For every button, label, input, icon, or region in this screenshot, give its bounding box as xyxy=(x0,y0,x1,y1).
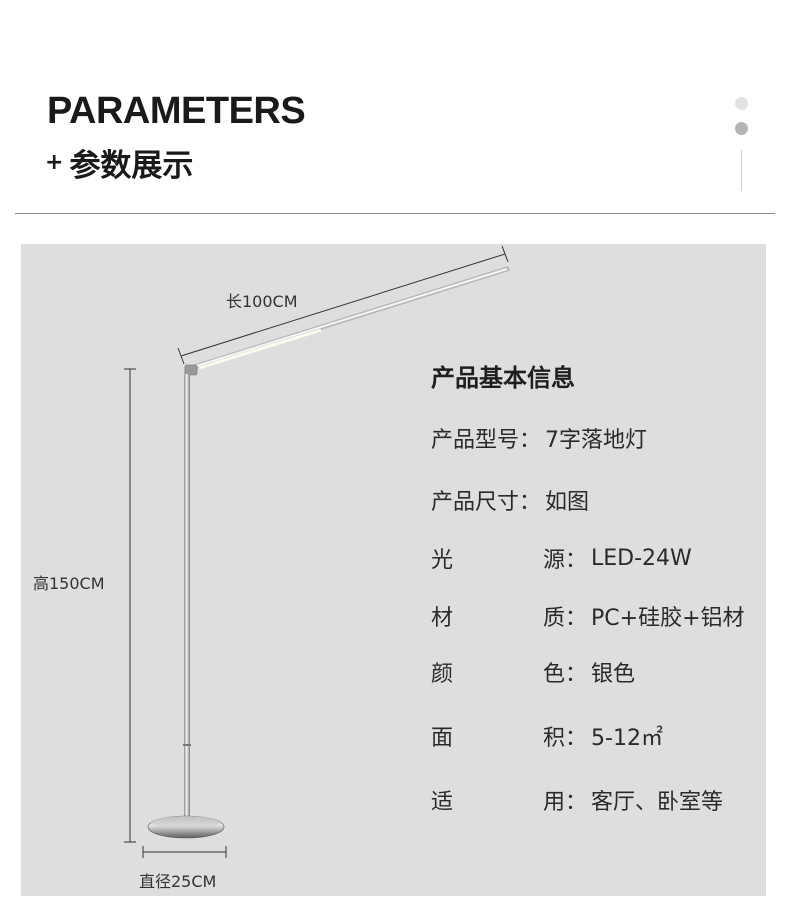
spec-label-char: 颜 xyxy=(431,662,454,687)
spec-colon: ： xyxy=(565,548,588,573)
spec-row-size: 产品尺寸 ： 如图 xyxy=(431,484,589,516)
spec-value: 客厅、卧室等 xyxy=(591,790,724,815)
spec-label-char: 用 xyxy=(542,790,565,815)
spec-value: 银色 xyxy=(591,662,636,687)
spec-label: 适 用 xyxy=(431,784,565,816)
decorative-vertical-line xyxy=(741,150,742,191)
spec-row-material: 材 质 ： PC+硅胶+铝材 xyxy=(431,600,745,632)
spec-row-area: 面 积 ： 5-12㎡ xyxy=(431,720,663,752)
diameter-label: 直径25CM xyxy=(139,872,217,891)
spec-label: 光 源 xyxy=(431,542,565,574)
plus-icon: + xyxy=(45,150,64,175)
spec-value: LED-24W xyxy=(591,545,692,571)
spec-row-usage: 适 用 ： 客厅、卧室等 xyxy=(431,784,723,816)
spec-value: 如图 xyxy=(545,490,590,515)
lamp-illustration xyxy=(124,245,510,858)
spec-colon: ： xyxy=(519,490,542,515)
spec-colon: ： xyxy=(565,606,588,631)
spec-label-char: 适 xyxy=(431,790,454,815)
spec-label: 产品型号 xyxy=(431,428,520,453)
spec-label-char: 面 xyxy=(431,726,454,751)
spec-label: 面 积 xyxy=(431,720,565,752)
spec-sheet: 产品基本信息 产品型号 ： 7字落地灯 产品尺寸 ： 如图 光 源 ： LED-… xyxy=(431,358,745,815)
spec-row-light-source: 光 源 ： LED-24W xyxy=(431,542,692,574)
spec-value: 5-12㎡ xyxy=(591,726,663,751)
spec-label: 产品尺寸 xyxy=(431,490,520,515)
spec-label-char: 色 xyxy=(542,662,565,687)
header-divider xyxy=(15,213,775,214)
spec-label-char: 源 xyxy=(542,548,565,573)
spec-value: PC+硅胶+铝材 xyxy=(591,606,745,631)
spec-colon: ： xyxy=(565,790,588,815)
spec-label-char: 材 xyxy=(431,606,454,631)
slide-indicator-dot-2 xyxy=(735,122,748,135)
spec-row-model: 产品型号 ： 7字落地灯 xyxy=(431,422,647,454)
diameter-dimension-line xyxy=(142,846,227,858)
spec-label: 颜 色 xyxy=(431,656,565,688)
length-label: 长100CM xyxy=(226,292,298,311)
spec-colon: ： xyxy=(565,662,588,687)
spec-row-color: 颜 色 ： 银色 xyxy=(431,656,635,688)
spec-label-char: 光 xyxy=(431,548,454,573)
page-title: PARAMETERS xyxy=(47,90,306,132)
spec-label-char: 质 xyxy=(542,606,565,631)
length-dimension-line xyxy=(177,245,509,365)
lamp-arm xyxy=(188,266,510,371)
lamp-pole xyxy=(184,374,190,822)
spec-label: 材 质 xyxy=(431,600,565,632)
spec-value: 7字落地灯 xyxy=(545,428,648,453)
page-subtitle-text: 参数展示 xyxy=(69,148,194,184)
pole-joint xyxy=(183,744,191,746)
slide-indicator-dot-1 xyxy=(735,97,748,110)
spec-label-char: 积 xyxy=(542,726,565,751)
spec-colon: ： xyxy=(565,726,588,751)
height-dimension-line xyxy=(124,368,136,843)
spec-heading: 产品基本信息 xyxy=(431,364,575,392)
page-subtitle: + 参数展示 xyxy=(45,140,193,185)
spec-colon: ： xyxy=(519,428,542,453)
lamp-joint xyxy=(184,364,198,376)
product-panel: 长100CM 高150CM 直径25CM 产品基本信息 产品型号 ： 7字落地灯… xyxy=(21,244,766,896)
height-label: 高150CM xyxy=(33,574,105,593)
lamp-base xyxy=(147,815,225,839)
